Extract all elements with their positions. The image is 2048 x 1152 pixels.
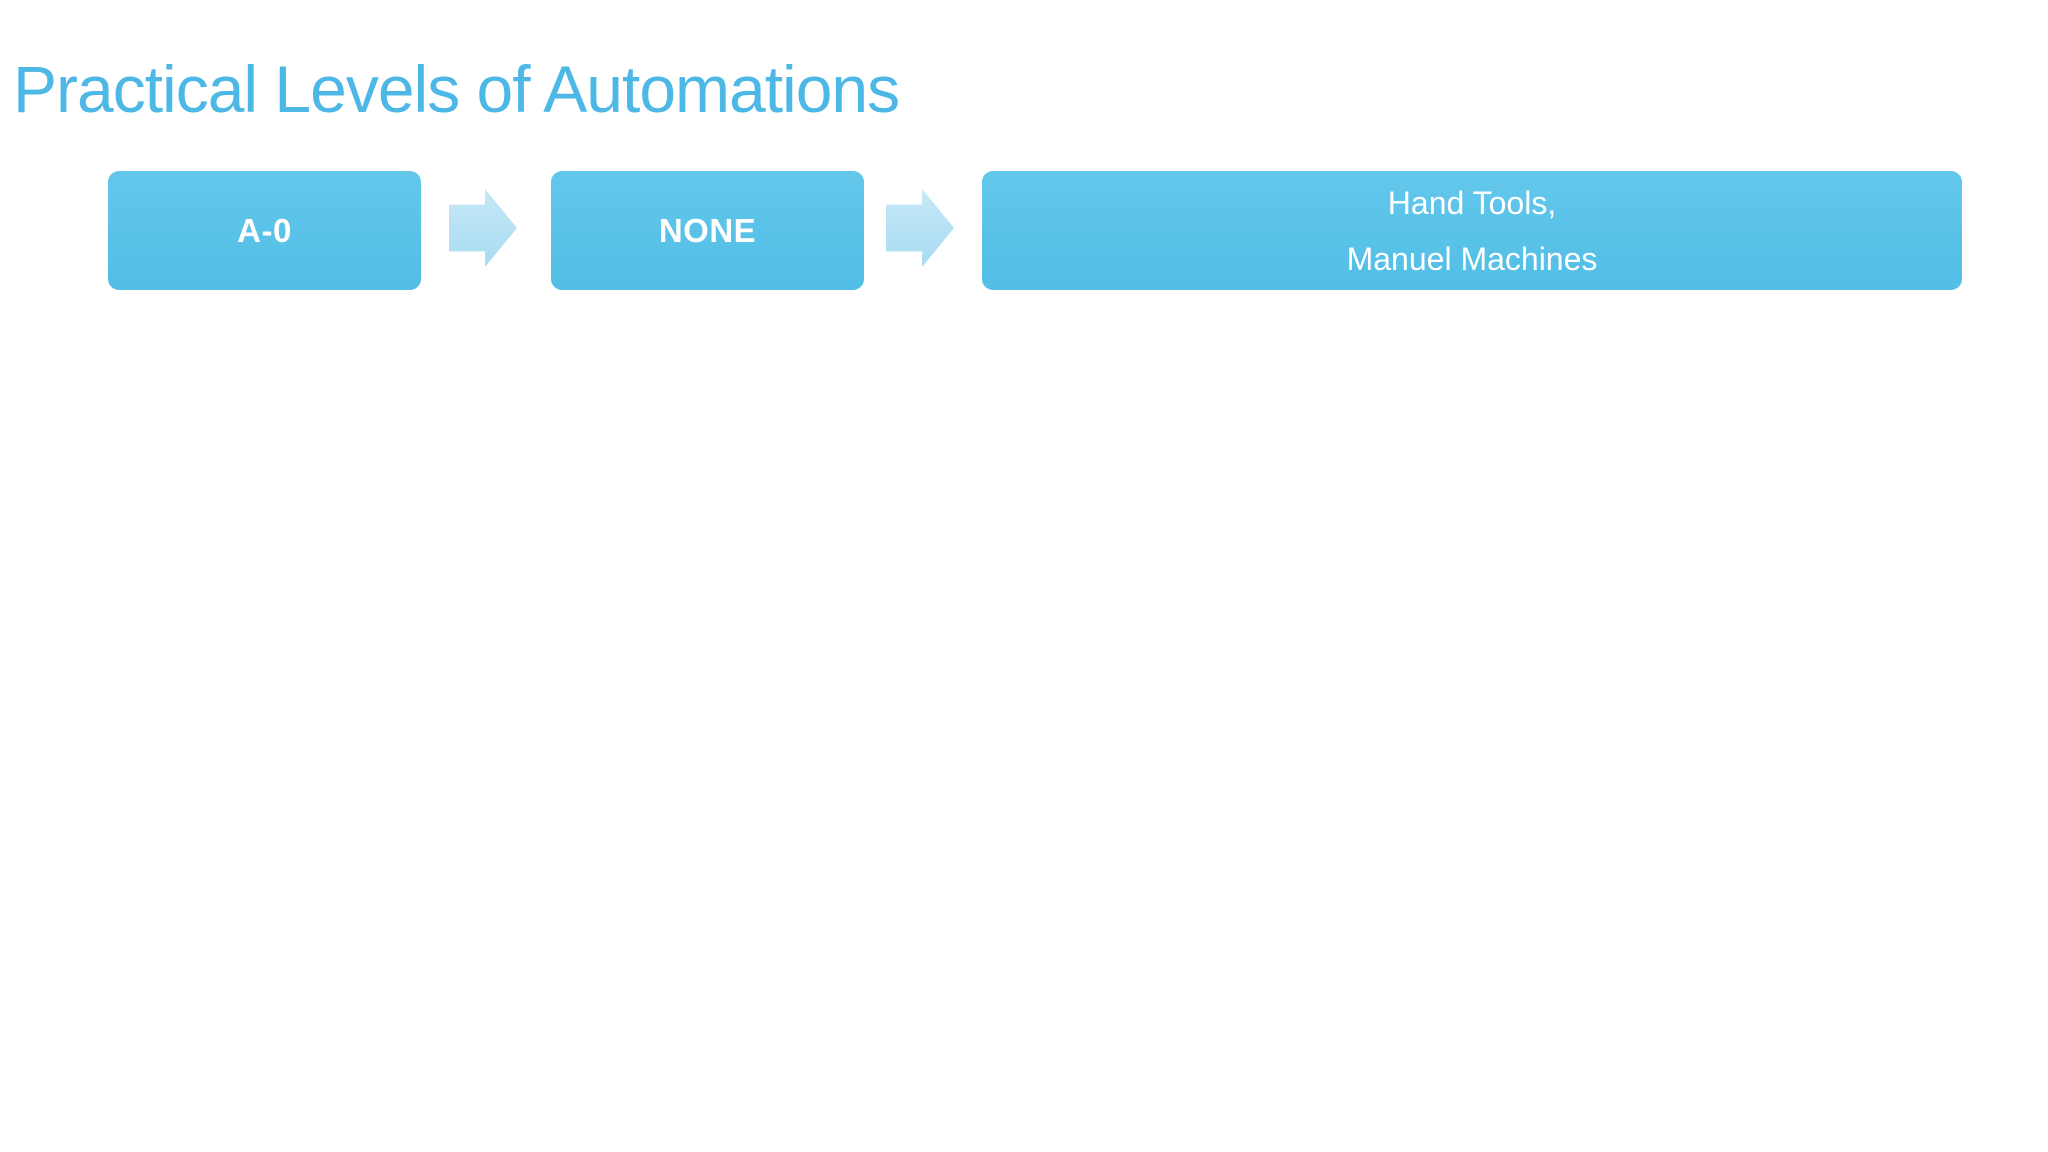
arrow-right-icon bbox=[886, 189, 954, 267]
arrow-right-icon bbox=[449, 189, 517, 267]
flow-box-hand-tools: Hand Tools, Manuel Machines bbox=[982, 171, 1962, 290]
flow-box-hand-tools-line1: Hand Tools, bbox=[1387, 184, 1557, 221]
flow-box-a0-label: A-0 bbox=[237, 211, 292, 249]
flow-box-none: NONE bbox=[551, 171, 864, 290]
slide-title: Practical Levels of Automations bbox=[13, 52, 900, 127]
flow-box-hand-tools-line2: Manuel Machines bbox=[1346, 240, 1598, 277]
flow-box-none-label: NONE bbox=[658, 211, 757, 249]
flow-box-a0: A-0 bbox=[108, 171, 421, 290]
